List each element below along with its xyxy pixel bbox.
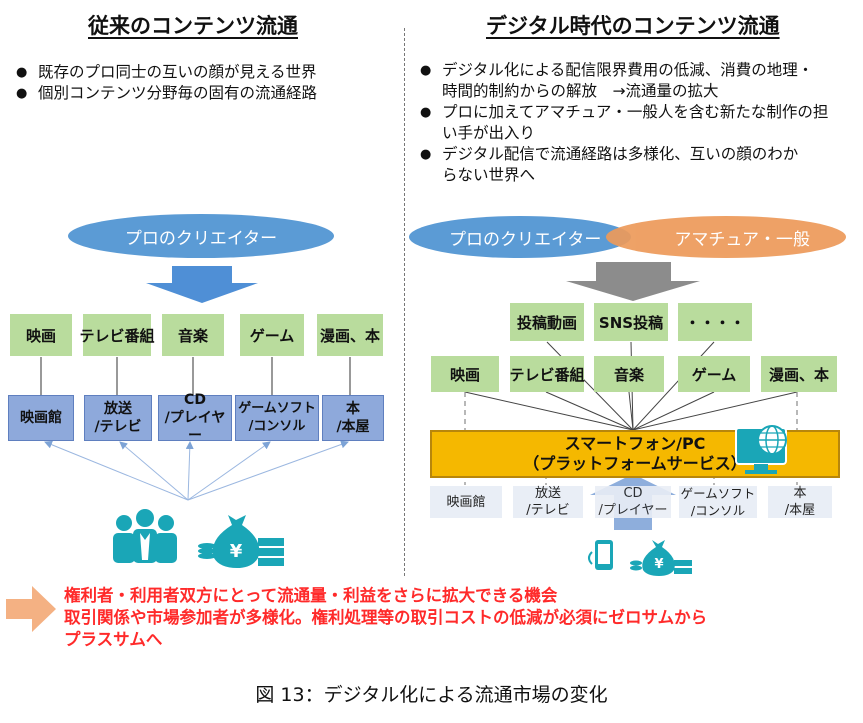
right-channel-box: 映画館	[430, 486, 502, 518]
right-channel-box: 本/本屋	[768, 486, 832, 518]
right-genre-box: テレビ番組	[510, 356, 585, 392]
right-channel-box: 放送/テレビ	[513, 486, 583, 518]
right-bullet-list: デジタル化による配信限界費用の低減、消費の地理・時間的制約からの解放 →流通量の…	[416, 60, 856, 186]
left-bullet: 個別コンテンツ分野毎の固有の流通経路	[12, 83, 392, 104]
right-top-genre-box: 投稿動画	[510, 303, 584, 341]
conclusion-line: 取引関係や市場参加者が多様化。権利処理等の取引コストの低減が必須にゼロサムから	[64, 608, 708, 627]
figure-caption: 図 13：デジタル化による流通市場の変化	[255, 684, 608, 706]
left-heading: 従来のコンテンツ流通	[88, 14, 298, 38]
left-channel-box: 放送/テレビ	[84, 395, 152, 441]
right-genre-box: 映画	[431, 356, 499, 392]
right-pro-ellipse: プロのクリエイター	[409, 216, 631, 258]
right-down-arrow	[566, 262, 700, 301]
right-amateur-ellipse: アマチュア・一般	[606, 216, 846, 258]
left-channel-box: 本/本屋	[322, 395, 384, 441]
left-channel-box: CD/プレイヤー	[158, 392, 232, 444]
left-bullet: 既存のプロ同士の互いの顔が見える世界	[12, 62, 392, 83]
conclusion-text: 権利者・利用者双方にとって流通量・利益をさらに拡大できる機会 取引関係や市場参加…	[64, 585, 859, 651]
right-channel-box: ゲームソフト/コンソル	[679, 486, 757, 518]
left-genre-box: 音楽	[162, 314, 224, 356]
left-creator-ellipse: プロのクリエイター	[68, 214, 334, 258]
left-genre-box: ゲーム	[240, 314, 304, 356]
left-channel-box: 映画館	[8, 395, 74, 441]
right-genre-box: ゲーム	[678, 356, 750, 392]
conclusion-line: 権利者・利用者双方にとって流通量・利益をさらに拡大できる機会	[64, 586, 558, 605]
right-genre-box: 漫画、本	[761, 356, 837, 392]
platform-title: スマートフォン/PC	[564, 434, 706, 453]
left-genre-box: 漫画、本	[317, 314, 383, 356]
platform-bar: スマートフォン/PC （プラットフォームサービス）	[430, 430, 840, 478]
left-bullet-list: 既存のプロ同士の互いの顔が見える世界 個別コンテンツ分野毎の固有の流通経路	[12, 62, 392, 104]
right-heading: デジタル時代のコンテンツ流通	[486, 14, 780, 38]
right-top-genre-box: SNS投稿	[594, 303, 668, 341]
right-top-genre-box: ・・・・	[678, 303, 752, 341]
right-bullet: デジタル化による配信限界費用の低減、消費の地理・時間的制約からの解放 →流通量の…	[416, 60, 856, 102]
conclusion-line: プラスサムへ	[64, 630, 163, 649]
left-channel-box: ゲームソフト/コンソル	[235, 395, 319, 441]
left-genre-box: 映画	[10, 314, 72, 356]
right-genre-box: 音楽	[594, 356, 664, 392]
right-channel-box: CD/プレイヤー	[595, 486, 671, 518]
left-down-arrow	[146, 266, 258, 303]
platform-subtitle: （プラットフォームサービス）	[523, 454, 747, 473]
left-genre-box: テレビ番組	[80, 314, 155, 356]
section-divider	[404, 28, 405, 576]
